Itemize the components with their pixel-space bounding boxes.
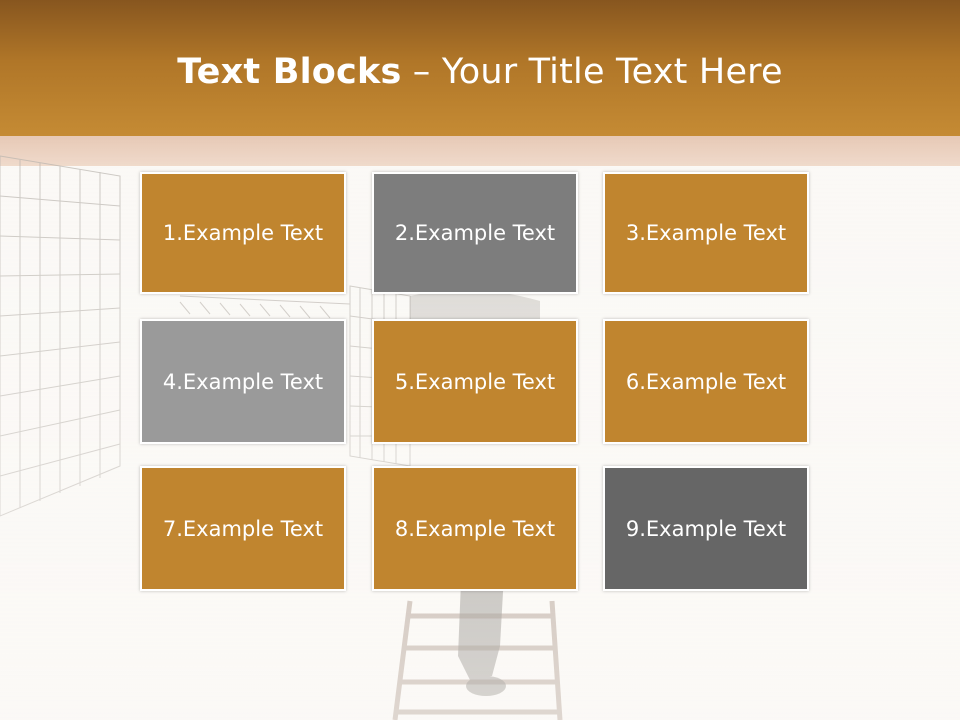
text-block-3[interactable]: 3.Example Text <box>603 172 809 294</box>
text-block-5[interactable]: 5.Example Text <box>372 319 578 444</box>
text-block-label: 9.Example Text <box>625 516 787 541</box>
text-block-label: 2.Example Text <box>394 221 556 245</box>
text-block-label: 5.Example Text <box>394 369 556 394</box>
slide-title-bold: Text Blocks <box>177 52 402 92</box>
slide-title[interactable]: Text Blocks – Your Title Text Here <box>0 52 960 92</box>
text-block-9[interactable]: 9.Example Text <box>603 466 809 591</box>
text-block-label: 8.Example Text <box>394 516 556 541</box>
text-block-8[interactable]: 8.Example Text <box>372 466 578 591</box>
text-block-label: 7.Example Text <box>162 516 324 541</box>
text-block-4[interactable]: 4.Example Text <box>140 319 346 444</box>
text-block-2[interactable]: 2.Example Text <box>372 172 578 294</box>
title-bar <box>0 0 960 136</box>
text-block-label: 4.Example Text <box>162 369 324 394</box>
text-block-label: 3.Example Text <box>625 221 787 245</box>
text-block-1[interactable]: 1.Example Text <box>140 172 346 294</box>
text-block-label: 6.Example Text <box>625 369 787 394</box>
text-block-7[interactable]: 7.Example Text <box>140 466 346 591</box>
text-block-label: 1.Example Text <box>162 221 324 245</box>
slide-title-rest: – Your Title Text Here <box>401 52 783 92</box>
text-block-6[interactable]: 6.Example Text <box>603 319 809 444</box>
